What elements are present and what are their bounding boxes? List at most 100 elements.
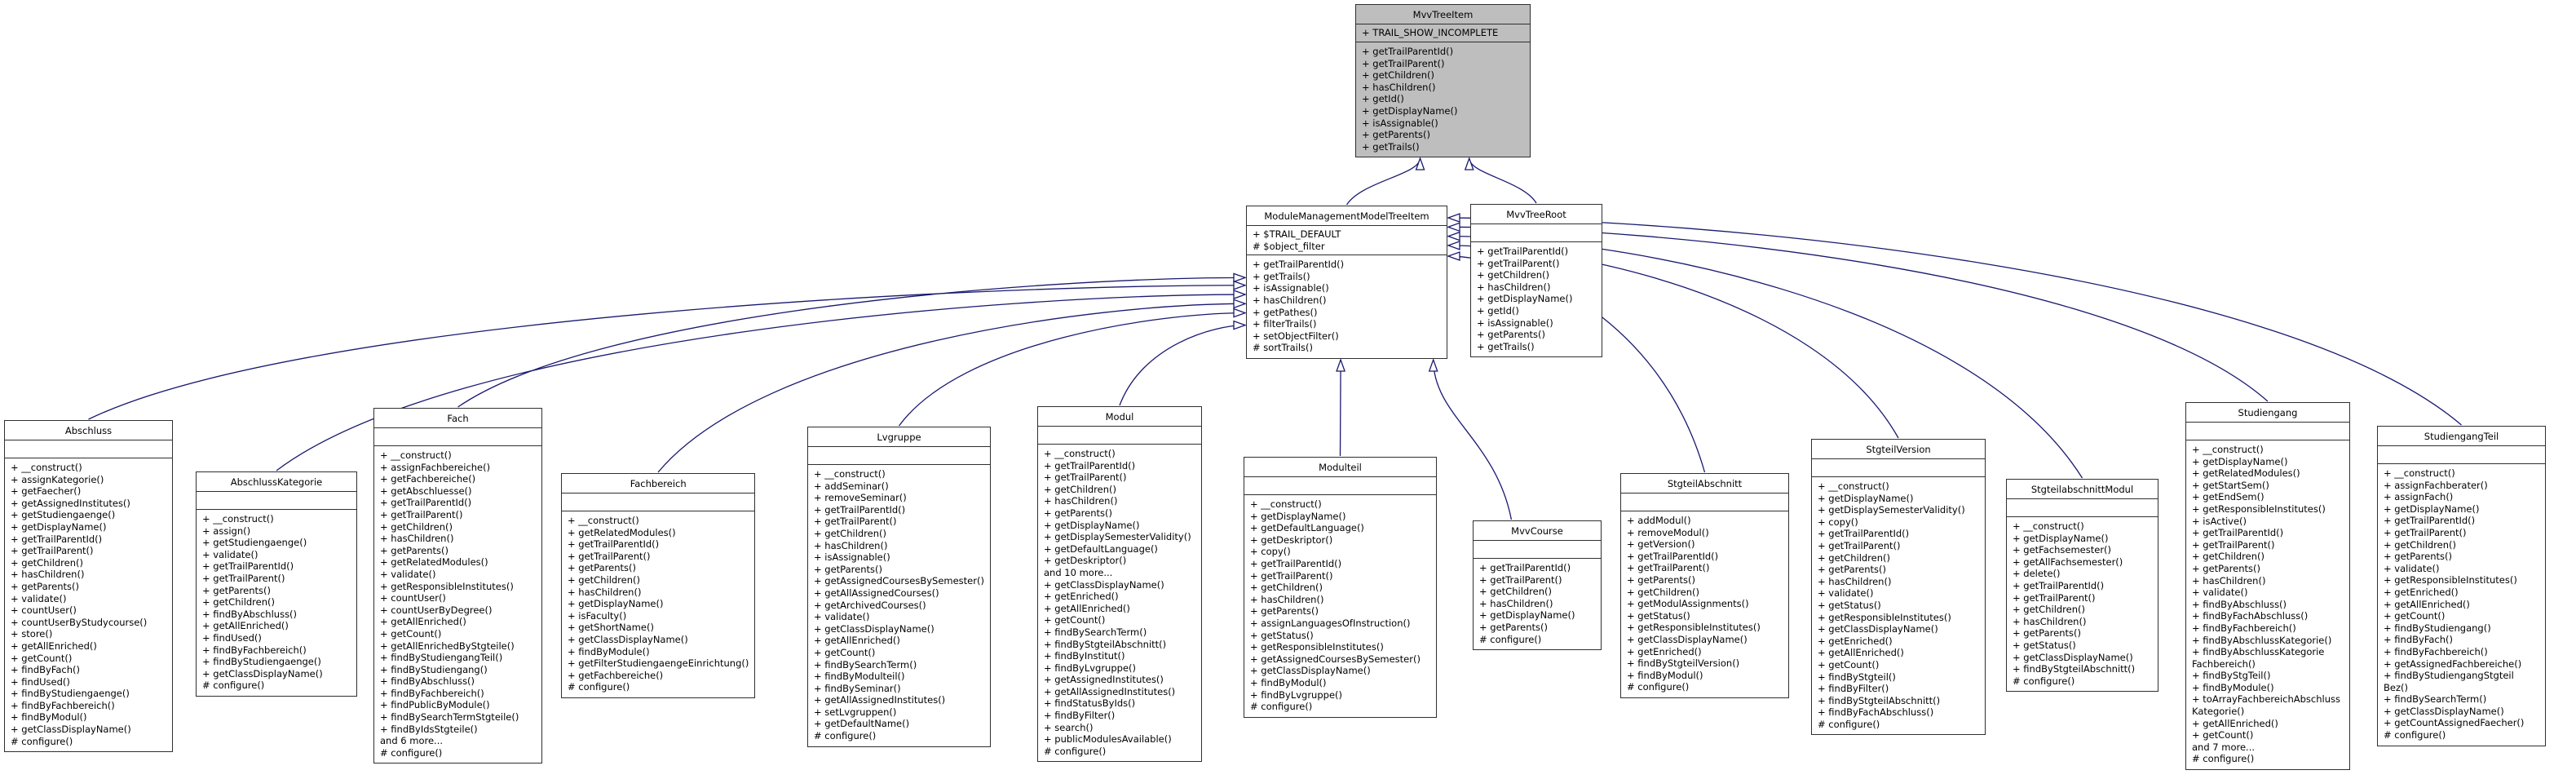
class-method: + getCountAssignedFaecher()	[2384, 717, 2525, 729]
class-box-fachbereich[interactable]: Fachbereich + __construct()+ getRelatedM…	[561, 473, 756, 698]
class-box-modul[interactable]: Modul + __construct()+ getTrailParentId(…	[1037, 406, 1202, 763]
class-box-mvvtreeitem[interactable]: MvvTreeItem + TRAIL_SHOW_INCOMPLETE + ge…	[1355, 4, 1531, 158]
class-attributes	[1471, 224, 1602, 242]
class-methods: + __construct()+ assignFachberater()+ as…	[2378, 464, 2545, 746]
class-box-studiengangteil[interactable]: StudiengangTeil + __construct()+ assignF…	[2377, 426, 2546, 746]
class-attributes	[562, 493, 755, 511]
class-method: + getTrailParent()	[1477, 257, 1560, 269]
class-box-lvgruppe[interactable]: Lvgruppe + __construct()+ addSeminar()+ …	[807, 427, 991, 747]
class-name: StgteilabschnittModul	[2030, 484, 2134, 495]
class-method: + findByAbschlussKategorie()	[2192, 634, 2332, 646]
class-method: + getAssignedFachbereiche()	[2384, 657, 2522, 670]
class-method: + getTrailParent()	[1479, 573, 1562, 586]
class-method: + validate()	[814, 611, 870, 623]
class-method: + findByFachAbschluss()	[2192, 610, 2309, 622]
class-box-studiengang[interactable]: Studiengang + __construct()+ getDisplayN…	[2185, 402, 2350, 771]
class-method: + getAssignedCoursesBySemester()	[1250, 653, 1421, 665]
class-methods: + getTrailParentId()+ getTrails()+ isAss…	[1247, 255, 1447, 358]
class-attributes: + TRAIL_SHOW_INCOMPLETE	[1356, 24, 1530, 42]
class-method: # configure()	[380, 746, 443, 759]
class-box-mvvtreeroot[interactable]: MvvTreeRoot + getTrailParentId()+ getTra…	[1470, 204, 1602, 358]
class-method: + getDisplayName()	[1477, 293, 1573, 305]
class-method: + getTrailParent()	[568, 550, 651, 562]
class-method: + getStatus()	[1627, 609, 1690, 622]
class-name: Fachbereich	[630, 478, 687, 489]
class-method: + getParents()	[1362, 129, 1430, 141]
class-method: + getChildren()	[1627, 586, 1699, 598]
class-method: + getParents()	[1818, 564, 1886, 576]
class-methods: + __construct()+ getDisplayName()+ getDe…	[1244, 495, 1436, 717]
class-method: + getDefaultName()	[814, 718, 910, 730]
class-method: + getVersion()	[1627, 538, 1695, 551]
inheritance-arrow-modulemanagementmodeltreeitem	[1345, 157, 1425, 206]
class-method: + __construct()	[2384, 467, 2455, 479]
class-method: + findByFilter()	[1818, 683, 1889, 695]
class-method: + findByIdsStgteile()	[380, 723, 478, 735]
class-method: + validate()	[202, 548, 258, 560]
class-method: + findByFachAbschluss()	[1818, 706, 1934, 719]
class-attribute: + $TRAIL_DEFAULT	[1253, 228, 1341, 240]
class-method: + addModul()	[1627, 515, 1691, 526]
class-method: + hasChildren()	[380, 533, 454, 545]
class-method: + publicModulesAvailable()	[1044, 733, 1172, 746]
class-method: + getChildren()	[2384, 538, 2456, 551]
class-method: + findByInstitut()	[1044, 650, 1125, 662]
class-method: + getRelatedModules()	[568, 526, 676, 538]
class-box-modulemanagementmodeltreeitem[interactable]: ModuleManagementModelTreeItem + $TRAIL_D…	[1246, 206, 1447, 359]
class-method: + getRelatedModules()	[2192, 467, 2300, 480]
class-methods: + __construct()+ getDisplayName()+ getDi…	[1812, 477, 1985, 734]
class-box-modulteil[interactable]: Modulteil + __construct()+ getDisplayNam…	[1244, 457, 1437, 718]
class-method: + getCount()	[814, 646, 876, 658]
class-method: + findByModule()	[2192, 681, 2274, 693]
class-method: + delete()	[2013, 568, 2061, 580]
class-method: + getEnriched()	[1818, 635, 1893, 647]
class-methods: + getTrailParentId()+ getTrailParent()+ …	[1471, 242, 1602, 356]
class-box-abschluss[interactable]: Abschluss + __construct()+ assignKategor…	[4, 420, 173, 753]
class-method: + findByFachbereich()	[380, 687, 484, 699]
class-name: Modul	[1105, 411, 1134, 423]
class-box-stgteilabschnittmodul[interactable]: StgteilabschnittModul + __construct()+ g…	[2006, 479, 2158, 693]
class-method: + getAllEnriched()	[11, 640, 97, 652]
class-attributes	[1244, 476, 1436, 495]
class-method: + getPathes()	[1253, 306, 1318, 318]
class-method: + getParents()	[11, 580, 79, 592]
class-method: + getEndSem()	[2192, 491, 2264, 503]
class-method: + getAllEnriched()	[1818, 647, 1904, 659]
class-method: + getTrailParent()	[1250, 569, 1333, 582]
class-method: + getAssignedInstitutes()	[11, 497, 130, 509]
class-method: + getTrails()	[1477, 340, 1535, 352]
class-method: + getChildren()	[2013, 604, 2085, 616]
class-method: + getTrails()	[1253, 270, 1310, 282]
class-method: # configure()	[1818, 718, 1880, 730]
inheritance-arrow-fach	[457, 272, 1247, 408]
class-method: + validate()	[11, 592, 67, 604]
class-method: + getParents()	[1627, 573, 1695, 586]
class-method: + getAllEnriched()	[2384, 598, 2470, 610]
class-method: + countUser()	[380, 592, 446, 604]
class-attributes	[2007, 498, 2158, 517]
class-method: + getChildren()	[1250, 582, 1323, 594]
class-box-fach[interactable]: Fach + __construct()+ assignFachbereiche…	[373, 408, 542, 764]
class-method: + getChildren()	[1818, 551, 1890, 564]
class-method: + filterTrails()	[1253, 318, 1317, 330]
class-method: + hasChildren()	[1044, 495, 1118, 507]
class-name: Modulteil	[1319, 462, 1362, 473]
class-box-mvvcourse[interactable]: MvvCourse + getTrailParentId()+ getTrail…	[1473, 520, 1602, 651]
class-box-stgteilabschnitt[interactable]: StgteilAbschnitt + addModul()+ removeMod…	[1620, 473, 1789, 698]
class-method: + getCount()	[1818, 658, 1880, 671]
class-method: + getDisplayName()	[11, 520, 107, 533]
class-box-abschlusskategorie[interactable]: AbschlussKategorie + __construct()+ assi…	[196, 471, 357, 697]
class-method: + getParents()	[1479, 621, 1548, 633]
class-method: + getCount()	[2192, 729, 2254, 741]
class-method: + getEnriched()	[1627, 645, 1702, 657]
class-methods: + __construct()+ assignFachbereiche()+ g…	[374, 446, 541, 763]
class-method: + getTrailParentId()	[1044, 459, 1136, 471]
class-method: + findByModulteil()	[814, 671, 905, 683]
class-method: + getClassDisplayName()	[1044, 578, 1164, 591]
class-method: + getDisplayName()	[568, 598, 664, 610]
class-method: + __construct()	[380, 449, 452, 461]
class-box-stgteilversion[interactable]: StgteilVersion + __construct()+ getDispl…	[1811, 439, 1986, 736]
class-method: + isAssignable()	[1477, 316, 1553, 329]
class-method: + getTrailParentId()	[1479, 562, 1571, 573]
class-method: + getTrailParentId()	[1253, 259, 1345, 271]
